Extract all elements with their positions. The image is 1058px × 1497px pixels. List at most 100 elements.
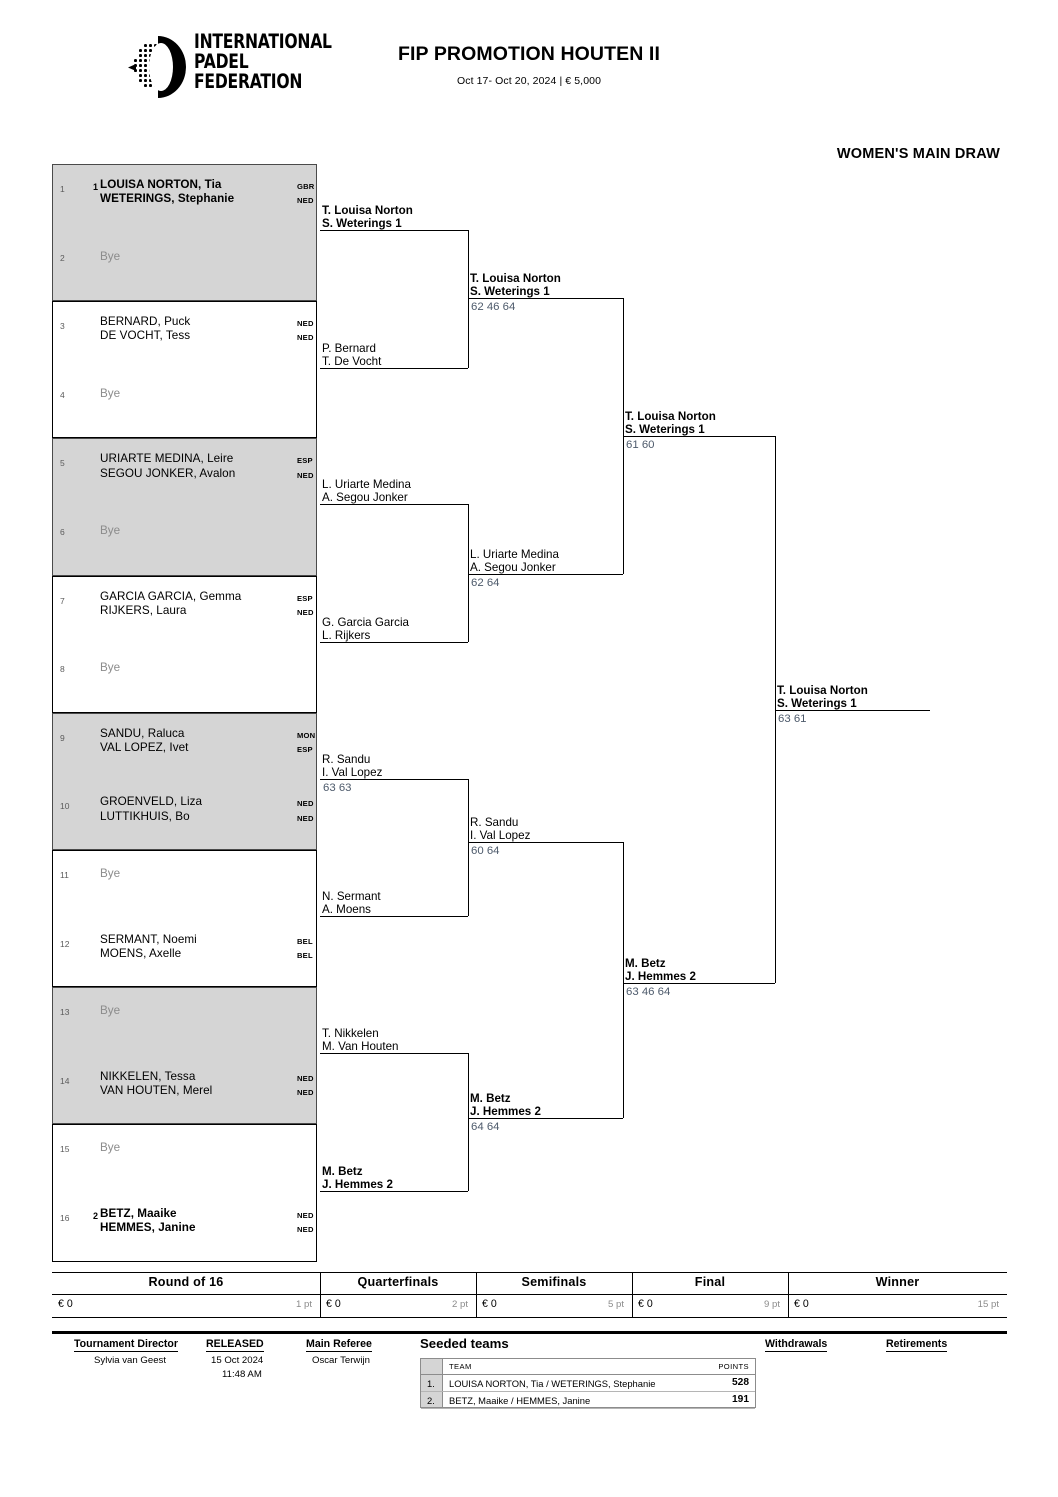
advancing-player: J. Hemmes 2 (470, 1105, 541, 1119)
bracket-connector-vertical (468, 504, 469, 642)
player-name: BERNARD, Puck (100, 315, 191, 329)
seeded-teams-title: Seeded teams (420, 1336, 509, 1351)
prize-column-divider (476, 1272, 477, 1317)
prize-column-header-1: Round of 16 (148, 1275, 224, 1289)
advancing-player: R. Sandu (470, 816, 519, 829)
slot-number-9: 9 (60, 732, 65, 743)
bracket-band-2 (52, 301, 317, 439)
advancing-player: A. Moens (322, 903, 371, 917)
advancing-player: R. Sandu (322, 753, 371, 766)
seeded-row-divider (421, 1391, 755, 1392)
prize-points-5: 15 pt (977, 1299, 999, 1310)
advancing-player: J. Hemmes 2 (625, 970, 696, 984)
bracket-connector-vertical (468, 779, 469, 916)
player-name: SANDU, Raluca (100, 726, 185, 740)
prize-column-header-5: Winner (875, 1275, 920, 1289)
slot-number-4: 4 (60, 389, 65, 400)
country-code: NED (297, 1073, 314, 1083)
slot-countries-14: NED NED (297, 1072, 345, 1100)
slot-bye-4: Bye (100, 386, 121, 400)
seeded-col-points: POINTS (718, 1362, 749, 1371)
seeded-row-divider (421, 1408, 755, 1409)
slot-number-11: 11 (60, 870, 69, 880)
prize-points-2: 2 pt (451, 1299, 468, 1310)
advancing-player: L. Uriarte Medina (470, 548, 559, 561)
quarterfinal-winner-4-score: 64 64 (471, 1120, 500, 1133)
advancing-player: S. Weterings 1 (322, 217, 402, 231)
slot-bye-11: Bye (100, 867, 121, 880)
country-code: NED (297, 470, 314, 480)
slot-number-5: 5 (60, 458, 65, 469)
bracket-connector-vertical (623, 842, 624, 1118)
page-title: FIP PROMOTION HOUTEN II (398, 43, 660, 65)
country-code: NED (297, 813, 314, 823)
advancing-player: J. Hemmes 2 (322, 1178, 393, 1192)
slot-bye-2: Bye (100, 249, 121, 263)
player-name: GARCIA GARCIA, Gemma (100, 589, 242, 603)
slot-number-6: 6 (60, 527, 65, 537)
bracket-slot-2: 2 Bye (52, 233, 317, 302)
country-code: NED (297, 196, 314, 206)
country-code: MON (297, 730, 316, 740)
released-time: 11:48 AM (222, 1369, 262, 1380)
semifinal-winner-2-score: 63 46 64 (626, 985, 671, 998)
advancing-player: N. Sermant (322, 890, 381, 903)
seeded-teams-table: TEAM POINTS 1.LOUISA NORTON, Tia / WETER… (420, 1358, 756, 1409)
player-name: DE VOCHT, Tess (100, 329, 191, 343)
prize-money-5: € 0 (794, 1298, 809, 1310)
player-name: URIARTE MEDINA, Leire (100, 452, 234, 466)
quarterfinal-winner-3-score: 60 64 (471, 844, 500, 857)
advancing-player: T. Louisa Norton (625, 410, 716, 423)
advancing-player: T. Louisa Norton (777, 684, 868, 697)
advancing-player: L. Uriarte Medina (322, 478, 411, 491)
country-code: NED (297, 1088, 314, 1097)
bracket-band-5 (52, 712, 317, 850)
slot-number-13: 13 (60, 1007, 70, 1018)
released-date: 15 Oct 2024 (211, 1355, 264, 1366)
bracket-connector-vertical (468, 230, 469, 368)
advancing-player: M. Betz (322, 1165, 363, 1178)
seeded-rank-column (421, 1359, 443, 1407)
advancing-player: M. Betz (470, 1092, 511, 1105)
released-label: RELEASED (206, 1338, 264, 1352)
advancing-player: I. Val Lopez (322, 766, 383, 780)
slot-number-8: 8 (60, 664, 65, 675)
quarterfinal-winner-1-score: 62 46 64 (471, 300, 516, 313)
logo-line-3: FEDERATION (194, 69, 303, 93)
advancing-player: S. Weterings 1 (777, 697, 857, 711)
bracket-connector-horizontal (468, 574, 623, 575)
player-name: GROENVELD, Liza (100, 795, 203, 809)
advancing-player: A. Segou Jonker (322, 491, 408, 505)
player-name: VAN HOUTEN, Merel (100, 1084, 213, 1097)
advancing-player: T. Louisa Norton (470, 272, 561, 285)
padel-racket-icon (128, 36, 188, 98)
slot-number-2: 2 (60, 252, 65, 263)
tournament-director-label: Tournament Director (74, 1338, 178, 1352)
advancing-player: S. Weterings 1 (470, 285, 550, 299)
advancing-player: G. Garcia Garcia (322, 616, 409, 629)
prize-column-divider (632, 1272, 633, 1317)
country-code: ESP (297, 745, 313, 754)
bracket-band-6 (52, 850, 317, 988)
seeded-team-name: BETZ, Maaike / HEMMES, Janine (449, 1395, 591, 1406)
round2-winner-5-score: 63 63 (323, 781, 352, 794)
prize-money-3: € 0 (482, 1298, 497, 1310)
